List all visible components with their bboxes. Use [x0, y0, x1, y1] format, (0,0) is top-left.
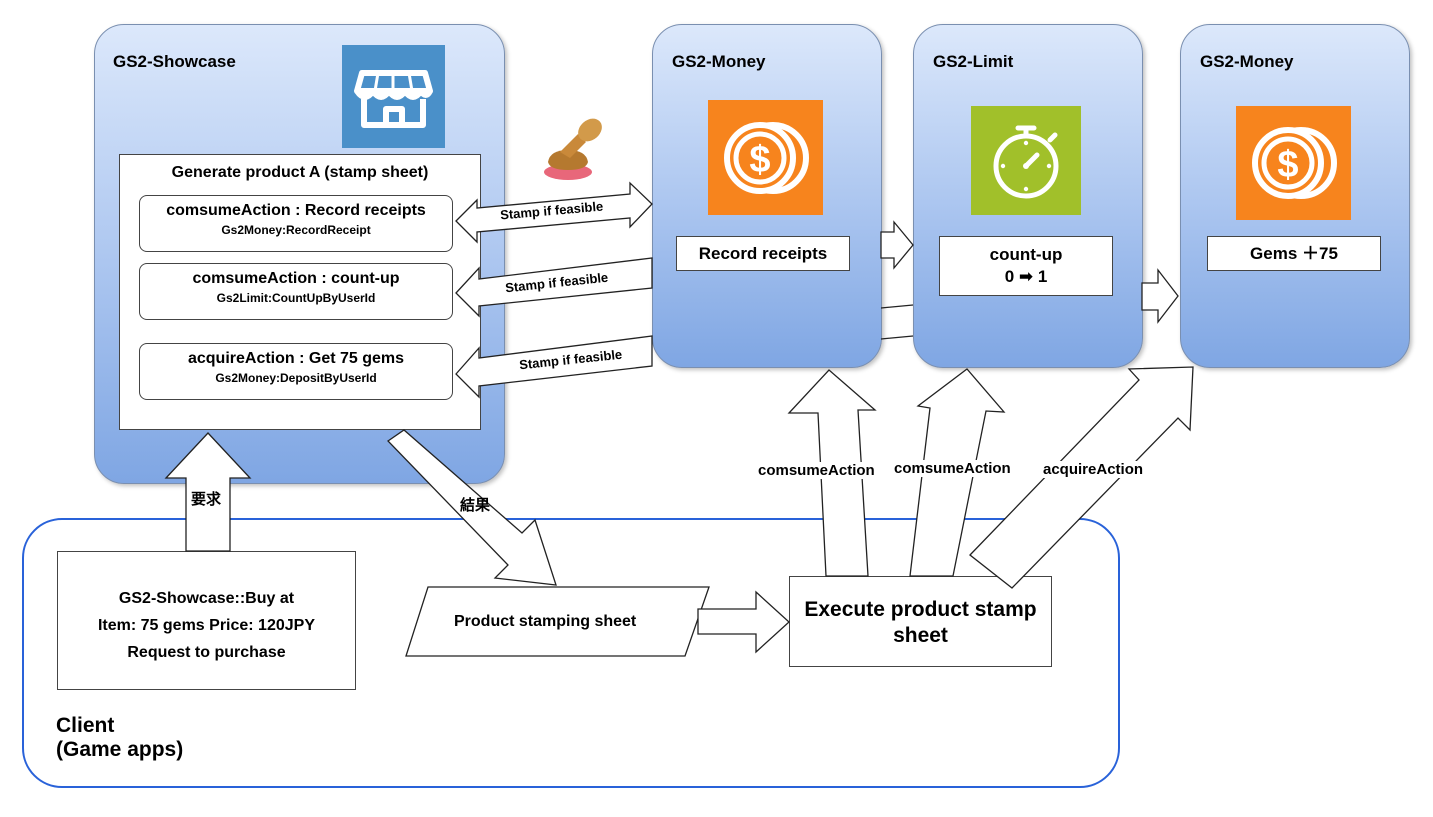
buy-line-3: Request to purchase: [127, 644, 286, 661]
count-up-box: count-up 0 ➡ 1: [939, 236, 1113, 296]
result-arrow: [386, 429, 557, 586]
action-record-receipts: comsumeAction : Record receipts Gs2Money…: [139, 195, 453, 252]
product-header: Generate product A (stamp sheet): [171, 164, 429, 181]
product-sheet-label: Product stamping sheet: [454, 613, 637, 630]
svg-text:$: $: [749, 139, 770, 181]
flow-arrow-money-limit: [880, 220, 914, 270]
flow-arrow-limit-money2: [1141, 268, 1179, 324]
count-up-label: count-up: [989, 245, 1063, 264]
exec-label-2: comsumeAction: [894, 460, 1011, 477]
stamp-arrow-1: [455, 181, 653, 244]
stopwatch-icon: [971, 106, 1081, 215]
money-title-2: GS2-Money: [1200, 52, 1294, 71]
client-title: Client (Game apps): [56, 714, 184, 761]
result-label: 結果: [460, 497, 491, 514]
stamp-line-2-ext: [880, 304, 914, 340]
stamp-arrow-2: [455, 257, 653, 318]
client-container: [22, 518, 1120, 788]
dollar-coin-icon: $: [1236, 106, 1351, 220]
sheet-execute-arrow: [697, 590, 790, 654]
buy-line-1: GS2-Showcase::Buy at: [118, 590, 295, 607]
exec-label-1: comsumeAction: [758, 462, 875, 479]
execute-box: Execute product stamp sheet: [789, 576, 1052, 667]
stamp-arrow-3: [455, 335, 653, 399]
gems-box: Gems ＋75: [1207, 236, 1381, 271]
stamp-icon: [540, 112, 610, 184]
money-title-1: GS2-Money: [672, 52, 766, 71]
request-arrow: [164, 432, 252, 552]
svg-text:$: $: [1277, 144, 1298, 186]
money-service-1: [652, 24, 882, 368]
dollar-coin-icon: $: [708, 100, 823, 215]
buy-request-box: GS2-Showcase::Buy at Item: 75 gems Price…: [57, 551, 356, 690]
buy-line-2: Item: 75 gems Price: 120JPY: [97, 617, 315, 634]
action-get-gems: acquireAction : Get 75 gems Gs2Money:Dep…: [139, 343, 453, 400]
exec-label-3: acquireAction: [1043, 461, 1144, 478]
request-label: 要求: [191, 491, 222, 508]
action-count-up: comsumeAction : count-up Gs2Limit:CountU…: [139, 263, 453, 320]
record-receipts-box: Record receipts: [676, 236, 850, 271]
count-up-value: 0 ➡ 1: [1004, 267, 1048, 286]
showcase-title: GS2-Showcase: [113, 52, 236, 71]
product-sheet-shape: [405, 586, 710, 657]
store-icon: [342, 45, 445, 148]
limit-title: GS2-Limit: [933, 52, 1014, 71]
